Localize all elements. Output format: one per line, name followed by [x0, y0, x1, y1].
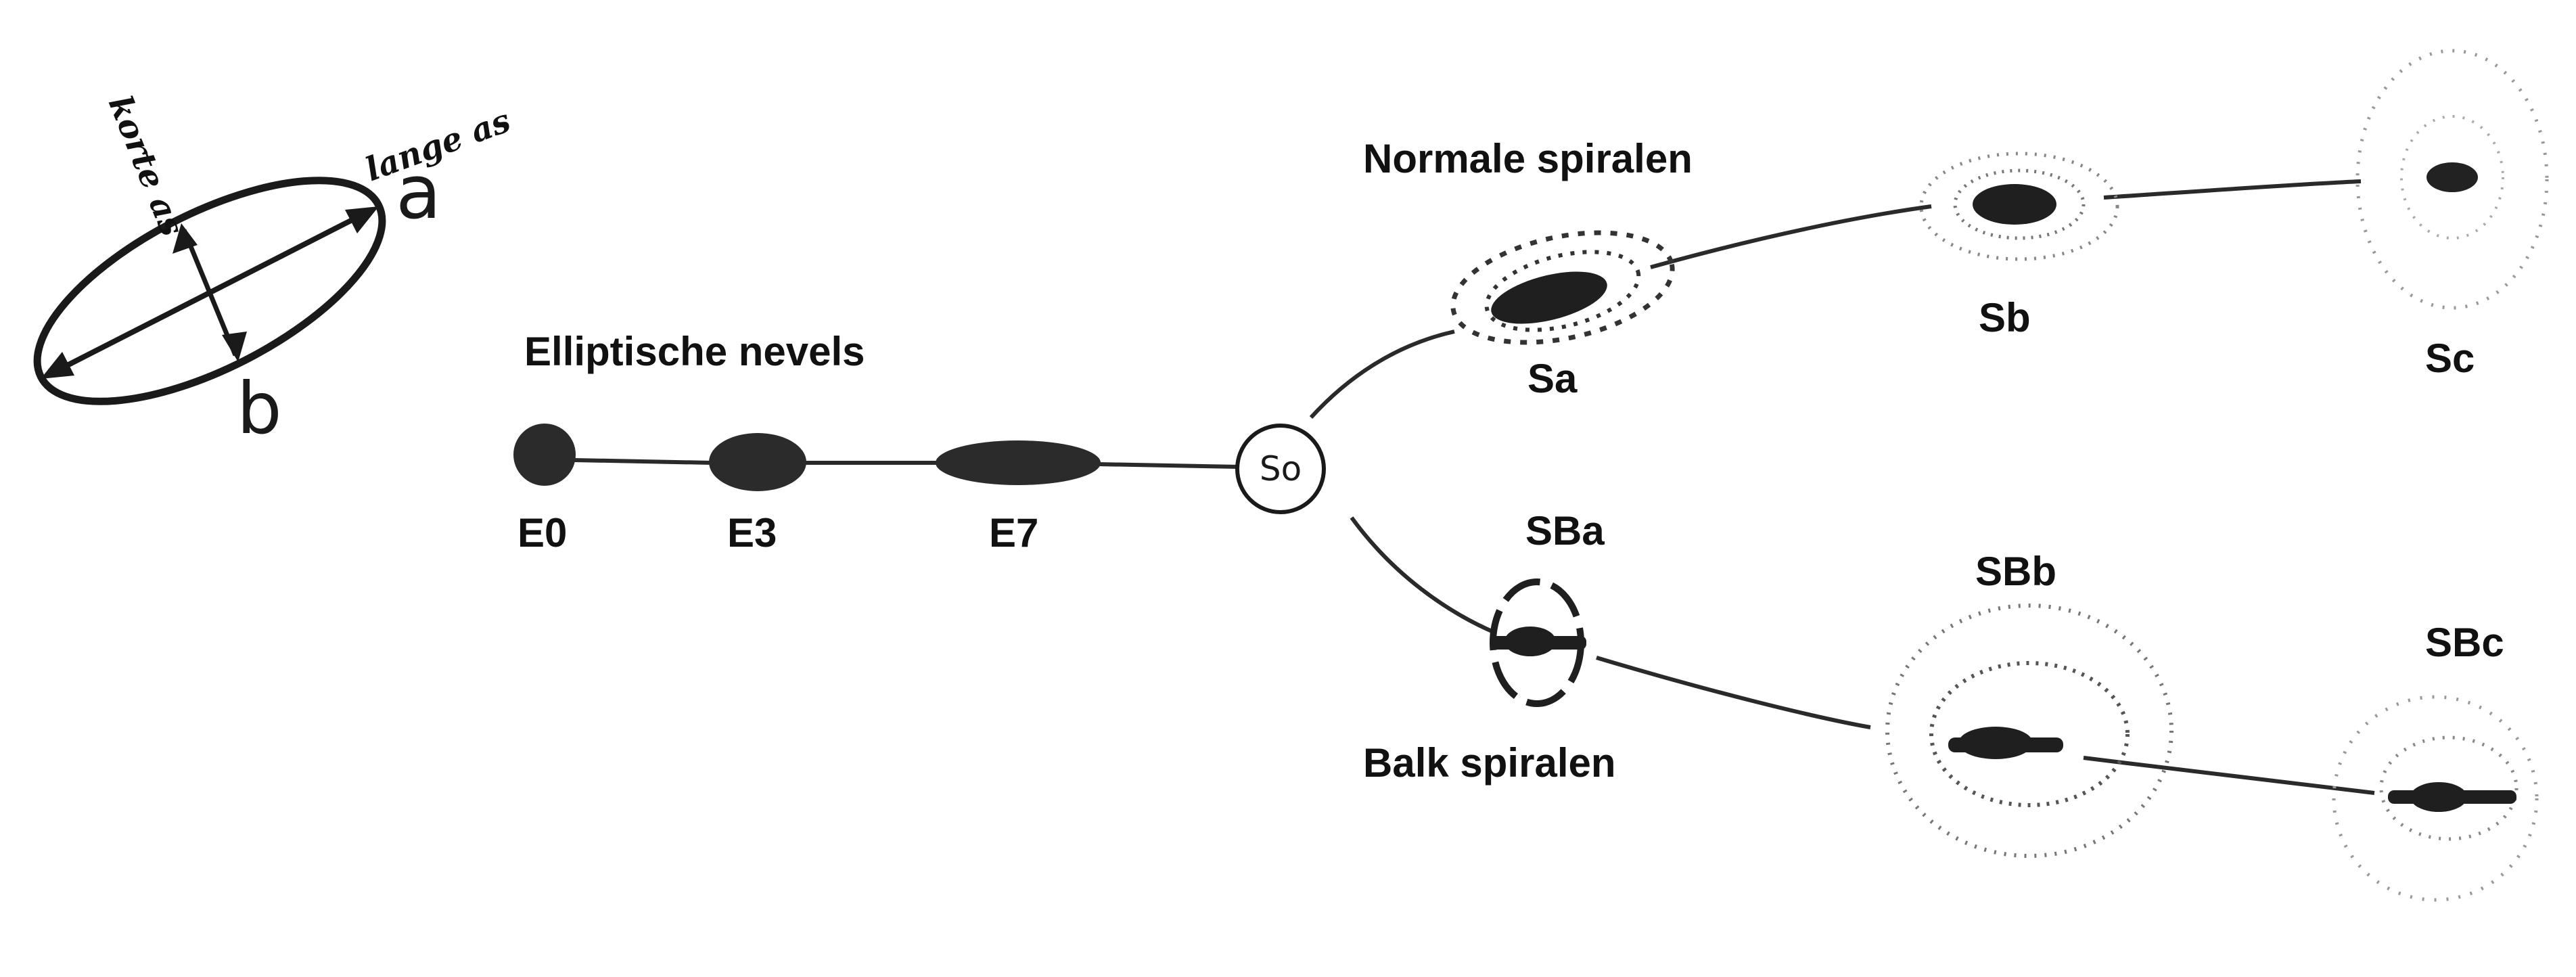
sbc-outer-halo — [2332, 695, 2539, 902]
sa-outer-arm — [1450, 230, 1675, 345]
elliptical-galaxies — [513, 424, 1101, 491]
type-label-sbc: SBc — [2425, 620, 2504, 665]
axis-letter-a: a — [396, 149, 441, 235]
legend-ellipse — [33, 177, 386, 405]
galaxy-sa — [1450, 230, 1675, 345]
galaxy-sbc — [2332, 695, 2539, 902]
line-so-sa — [1309, 330, 1455, 419]
sbc-core — [2410, 782, 2467, 812]
galaxy-sbb — [1885, 604, 2174, 858]
line-e7-so — [1097, 462, 1240, 469]
elliptical-group-label: Elliptische nevels — [524, 329, 865, 374]
sb-inner-halo — [1953, 168, 2086, 240]
line-e0-e3 — [573, 458, 712, 465]
line-sb-sc — [2103, 179, 2362, 200]
type-label-e3: E3 — [727, 510, 777, 555]
sbb-core — [1958, 727, 2033, 759]
sa-core — [1491, 271, 1607, 324]
sc-inner-halo — [2400, 115, 2504, 240]
sa-inner-arm — [1484, 250, 1641, 332]
galaxy-so: So — [1235, 424, 1326, 514]
short-axis-arrowhead-bottom — [222, 332, 247, 362]
sbb-inner-ring — [1929, 661, 2130, 807]
sc-core — [2426, 162, 2478, 192]
sequence-lines — [573, 179, 2375, 795]
galaxy-e7 — [936, 440, 1101, 485]
long-axis-arrowhead-left — [41, 352, 74, 379]
normal-spirals-group-label: Normale spiralen — [1363, 136, 1693, 181]
sb-outer-halo — [1919, 152, 2119, 261]
short-axis-arrowhead-top — [172, 223, 198, 254]
type-label-sba: SBa — [1525, 508, 1605, 553]
type-label-e7: E7 — [989, 510, 1038, 555]
short-axis-label: korte as — [101, 91, 191, 242]
galaxy-sb — [1919, 152, 2119, 261]
line-sbb-sbc — [2083, 756, 2375, 795]
barred-spirals-group-label: Balk spiralen — [1363, 740, 1616, 786]
sb-core — [1973, 184, 2056, 225]
type-label-sa: Sa — [1527, 356, 1578, 401]
sc-outer-halo — [2355, 49, 2549, 310]
axis-legend: korte as lange as a b — [33, 91, 515, 450]
long-axis-arrowhead-right — [345, 206, 379, 233]
galaxy-sba — [1490, 578, 1586, 707]
sbb-outer-halo — [1885, 604, 2174, 858]
sbc-inner-ring — [2379, 735, 2518, 841]
line-so-sba — [1350, 516, 1496, 635]
axis-letter-b: b — [237, 367, 282, 450]
type-label-sc: Sc — [2425, 336, 2475, 381]
galaxy-e3 — [709, 433, 806, 491]
type-label-e0: E0 — [518, 510, 567, 555]
line-sa-sb — [1650, 204, 1932, 269]
sba-core — [1504, 627, 1556, 656]
galaxy-e0 — [513, 424, 576, 486]
type-label-sb: Sb — [1979, 295, 2031, 340]
galaxy-sc — [2355, 49, 2549, 310]
type-label-sbb: SBb — [1975, 549, 2056, 594]
so-circle — [1235, 424, 1326, 514]
line-sba-sbb — [1596, 656, 1871, 729]
so-label: So — [1260, 449, 1302, 488]
